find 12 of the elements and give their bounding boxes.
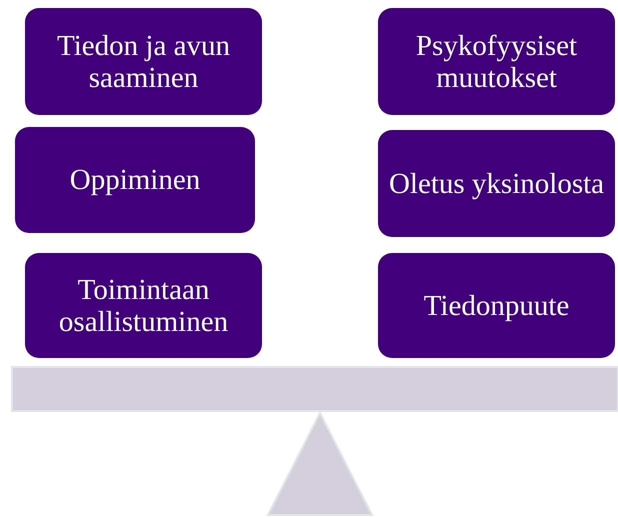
factor-box	[378, 253, 615, 358]
factor-label: Tiedonpuute	[424, 290, 570, 322]
factor-box	[378, 130, 615, 237]
factor-label: Psykofyysiset muutokset	[414, 30, 578, 94]
factor-box	[378, 8, 615, 115]
factor-box	[25, 253, 262, 358]
factor-label: Tiedon ja avun saaminen	[56, 30, 231, 94]
factor-label: Oletus yksinolosta	[388, 168, 604, 200]
factor-label: Toimintaan osallistuminen	[58, 274, 230, 338]
factor-box	[25, 8, 262, 115]
factor-label: Oppiminen	[70, 164, 200, 196]
factor-box	[15, 127, 255, 233]
